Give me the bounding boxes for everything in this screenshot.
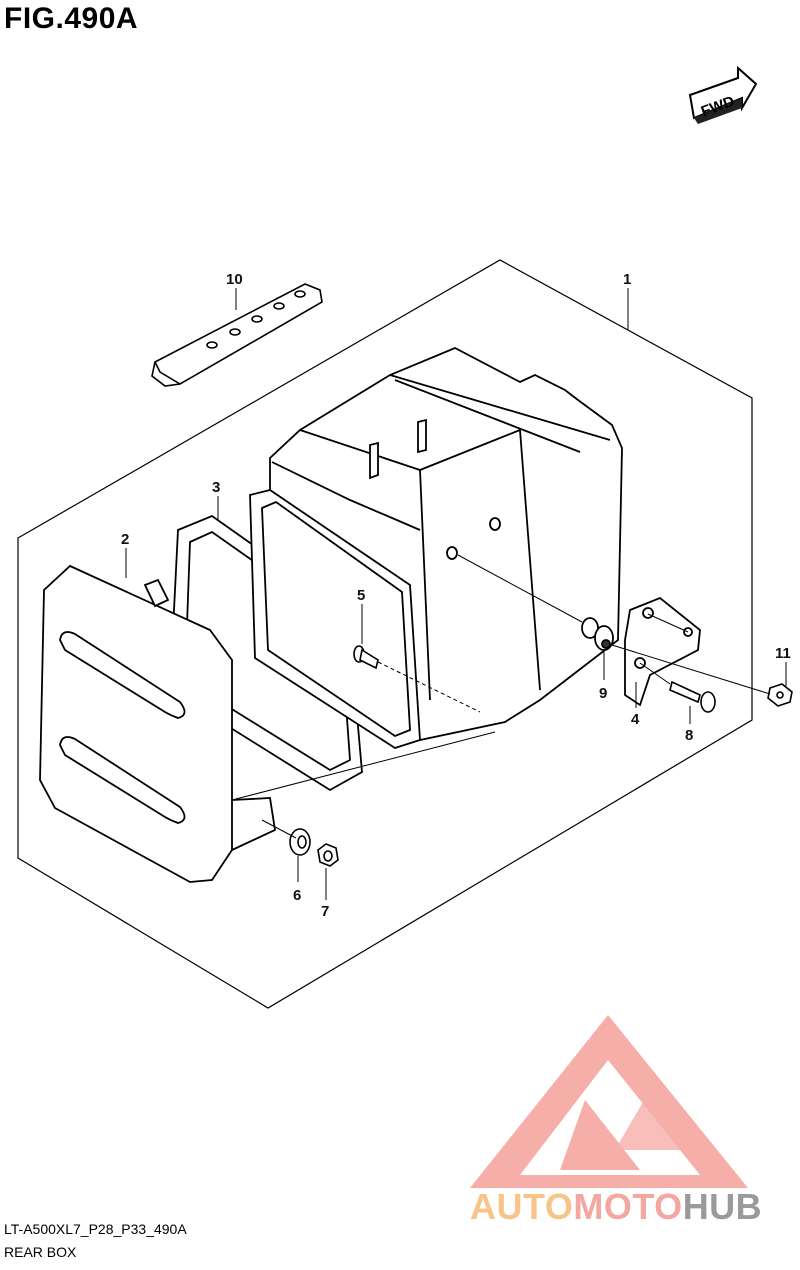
assembly-lines [231,554,771,839]
callout-labels: 1 2 3 4 5 6 7 8 9 10 11 [121,271,791,920]
callout-1: 1 [623,271,631,288]
callout-2: 2 [121,531,129,548]
fwd-arrow-icon: FWD [688,65,758,124]
assembly-outline [17,259,753,1009]
watermark-hub: HUB [682,1186,763,1227]
part-11-bolt [767,683,793,707]
part-7-nut [317,843,339,867]
callout-leaders [125,288,787,900]
watermark-moto: MOTO [573,1186,683,1227]
model-code: LT-A500XL7_P28_P33_490A [4,1221,187,1237]
part-8-bolt [669,680,716,713]
watermark-auto: AUTO [470,1186,574,1227]
watermark-logo [470,1015,748,1188]
callout-11: 11 [775,645,791,662]
part-3-gasket [169,489,421,792]
part-4-bracket [624,596,701,707]
callout-10: 10 [226,271,243,288]
part-6-washer [289,828,311,856]
callout-8: 8 [685,727,693,744]
part-9-grommet [581,617,614,651]
callout-5: 5 [357,587,365,604]
part-5-screw [353,645,379,670]
watermark-wordmark: AUTOMOTOHUB [470,1186,762,1228]
figure-title: FIG.490A [4,2,139,35]
part-2-lid [39,564,276,883]
callout-6: 6 [293,887,301,904]
callout-9: 9 [599,685,607,702]
part-10-strap [151,283,323,387]
callout-4: 4 [631,711,640,728]
callout-7: 7 [321,903,329,920]
callout-3: 3 [212,479,220,496]
figure-caption: REAR BOX [4,1244,77,1260]
